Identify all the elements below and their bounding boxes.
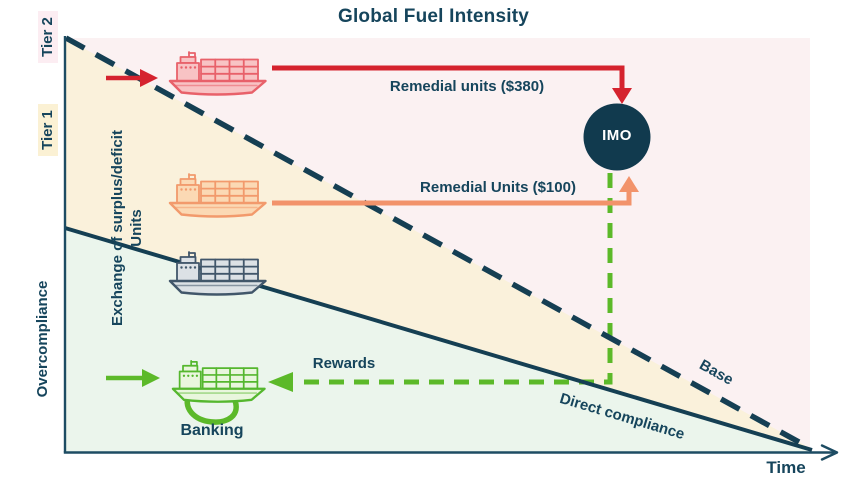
imo-label: IMO (602, 127, 632, 144)
rewards-arrow (268, 173, 613, 392)
exchange-arrow-label-line1: Exchange of surplus/deficit (109, 130, 126, 326)
page-title: Global Fuel Intensity (337, 6, 530, 27)
tier1-axis-label: Tier 1 (38, 104, 58, 156)
base-line (64, 35, 810, 450)
rewards-label: Rewards (312, 355, 376, 372)
remedial-380-label: Remedial units ($380) (389, 78, 545, 95)
exchange-red-arrowhead (140, 69, 158, 87)
remedial-380-arrow (272, 65, 632, 104)
exchange-arrow-label-line2: Units (128, 209, 145, 247)
x-axis-arrowhead (820, 444, 839, 461)
exchange-arrow-label: Exchange of surplus/deficit Units (108, 118, 146, 338)
imo-circle (583, 103, 651, 171)
time-axis-label: Time (766, 458, 806, 477)
tier2-axis-label: Tier 2 (38, 11, 58, 63)
overcompliance-axis-label: Overcompliance (34, 280, 51, 398)
exchange-arrow (105, 69, 160, 387)
exchange-green-arrowhead (142, 369, 160, 387)
remedial-100-label: Remedial Units ($100) (420, 179, 576, 196)
banking-label: Banking (180, 422, 244, 439)
axes (63, 36, 839, 461)
remedial-100-arrow (272, 176, 639, 206)
